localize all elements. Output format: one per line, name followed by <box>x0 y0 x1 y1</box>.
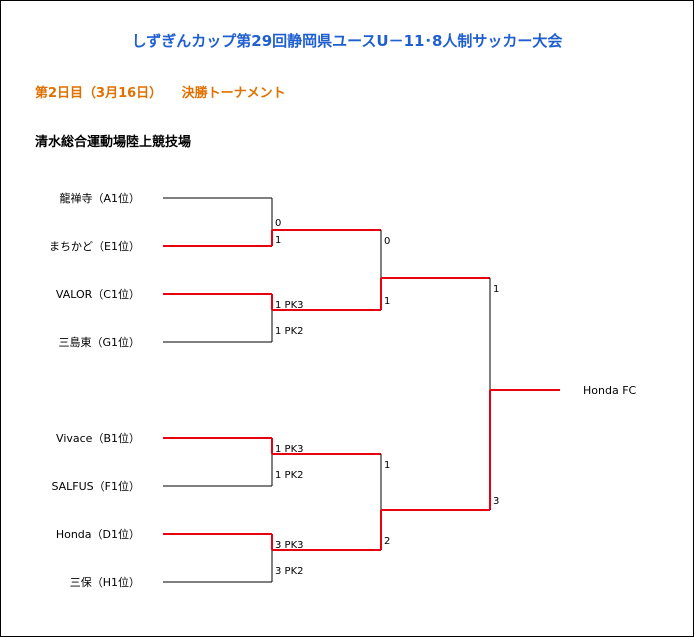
final-score: 3 <box>493 496 499 507</box>
page-title: しずぎんカップ第29回静岡県ユースU－11･8人制サッカー大会 <box>131 32 563 50</box>
team-label: Honda（D1位） <box>56 527 140 541</box>
round1-score: 1 PK2 <box>275 326 304 337</box>
round1-score: 1 PK3 <box>275 444 304 455</box>
team-label: 三島東（G1位） <box>58 335 140 349</box>
team-label: SALFUS（F1位） <box>51 479 140 493</box>
champion-label: Honda FC <box>583 384 637 397</box>
team-label: Vivace（B1位） <box>56 431 140 445</box>
venue-label: 清水総合運動場陸上競技場 <box>35 135 192 150</box>
round1-score: 1 PK2 <box>275 470 304 481</box>
round1-score: 1 PK3 <box>275 300 304 311</box>
semifinal-score: 1 <box>384 460 390 471</box>
page-subtitle: 第2日目（3月16日） 決勝トーナメント <box>35 86 286 101</box>
round1-score: 3 PK3 <box>275 540 304 551</box>
team-label: VALOR（C1位） <box>56 287 140 301</box>
team-label: 三保（H1位） <box>70 575 140 589</box>
team-label: まちかど（E1位） <box>49 239 140 253</box>
semifinal-score: 2 <box>384 536 390 547</box>
round1-score: 0 <box>275 218 281 229</box>
round1-score: 1 <box>275 235 281 246</box>
final-score: 1 <box>493 284 499 295</box>
team-label: 龍禅寺（A1位） <box>59 191 140 205</box>
semifinal-score: 1 <box>384 296 390 307</box>
round1-score: 3 PK2 <box>275 566 304 577</box>
semifinal-score: 0 <box>384 236 390 247</box>
